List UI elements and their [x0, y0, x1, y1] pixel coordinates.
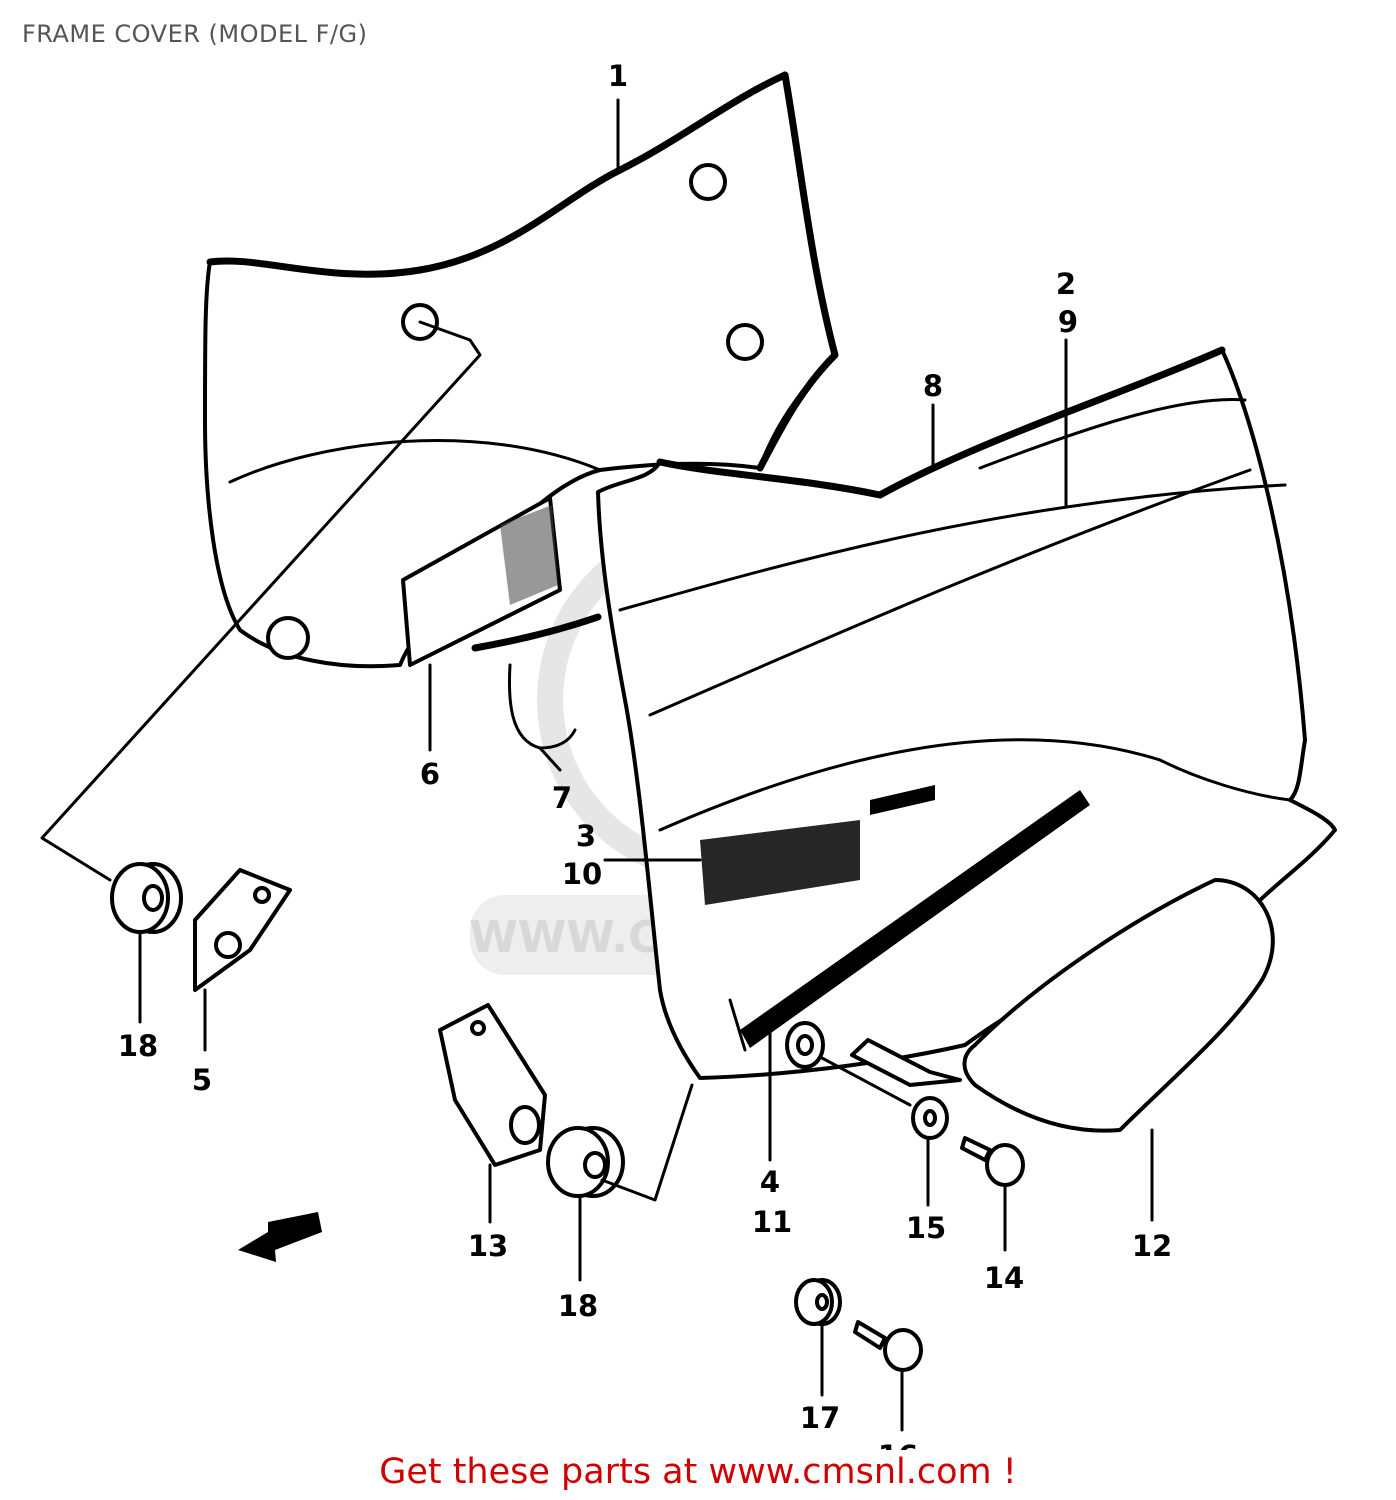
callout-numbers: 1 2 9 8 6 7 3 10 18 5 13 18 4 11 15 14 1…	[118, 59, 1172, 1450]
part-15-washer[interactable]	[911, 1096, 949, 1140]
callout-7: 7	[552, 781, 572, 815]
part-18-grommet-left[interactable]	[110, 862, 183, 934]
page-title: FRAME COVER (MODEL F/G)	[22, 20, 368, 48]
footer-link[interactable]: Get these parts at www.cmsnl.com !	[379, 1452, 1017, 1492]
part-18-grommet-lower[interactable]	[546, 1126, 625, 1198]
callout-12: 12	[1132, 1229, 1172, 1263]
callout-14: 14	[984, 1261, 1024, 1295]
callout-16: 16	[878, 1439, 918, 1450]
part-14-screw[interactable]	[960, 1136, 1025, 1187]
callout-6: 6	[420, 757, 440, 791]
callout-11: 11	[752, 1205, 792, 1239]
part-6-plate[interactable]	[401, 496, 562, 667]
callout-18-lower: 18	[558, 1289, 598, 1323]
callout-17: 17	[800, 1401, 840, 1435]
callout-8: 8	[923, 369, 943, 403]
callout-9: 9	[1058, 305, 1078, 339]
callout-18-left: 18	[118, 1029, 158, 1063]
callout-1: 1	[608, 59, 628, 93]
part-4-grommet[interactable]	[785, 1021, 962, 1087]
part-7-strip[interactable]	[471, 613, 602, 750]
part-16-screw[interactable]	[853, 1320, 923, 1372]
part-5-bracket[interactable]	[193, 868, 292, 992]
callout-4: 4	[760, 1165, 780, 1199]
callout-15: 15	[906, 1211, 946, 1245]
callout-13: 13	[468, 1229, 508, 1263]
callout-5: 5	[192, 1063, 212, 1097]
leader-lines	[40, 98, 1154, 1432]
grommet-hole	[266, 163, 764, 660]
exploded-parts-diagram: WWW.CMSNL.COM	[40, 59, 1337, 1450]
part-17-washer[interactable]	[794, 1278, 842, 1326]
part-2-frame-cover-right[interactable]	[596, 346, 1337, 1080]
callout-3: 3	[576, 819, 596, 853]
front-arrow-icon	[238, 1212, 322, 1262]
part-13-bracket[interactable]	[438, 1003, 547, 1167]
part-1-frame-cover-left[interactable]	[203, 71, 839, 669]
callout-10: 10	[562, 857, 602, 891]
callout-2: 2	[1056, 267, 1076, 301]
part-12-side-badge[interactable]	[962, 878, 1275, 1133]
